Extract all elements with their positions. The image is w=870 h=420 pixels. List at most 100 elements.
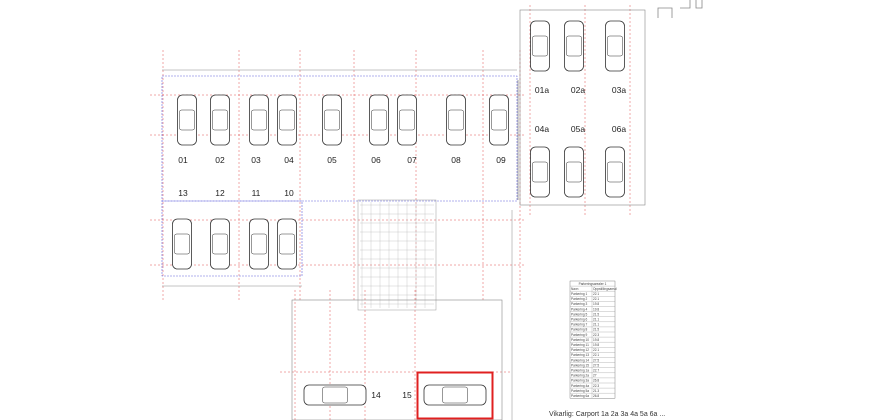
structural-gridlines (150, 5, 631, 420)
car-body (489, 94, 509, 146)
car-roof (566, 35, 582, 57)
car-roof (251, 109, 267, 131)
car-body (210, 218, 230, 270)
car-roof (179, 109, 195, 131)
table-cell-area: 22.1 (593, 297, 599, 301)
car-icon (423, 384, 487, 406)
spot-label: 13 (178, 188, 188, 198)
lower-garage (291, 299, 503, 420)
spot-label: 05 (327, 155, 337, 165)
car-body (530, 20, 550, 72)
car-body (530, 146, 550, 198)
table-cell-name: Parkering 9 (571, 333, 588, 337)
spot-label: 11 (252, 188, 261, 198)
table-cell-area: 19.8 (593, 343, 599, 347)
car-roof (442, 386, 468, 404)
car-body (249, 218, 269, 270)
car-roof (607, 35, 623, 57)
spot-label: 08 (451, 155, 461, 165)
car-roof (371, 109, 387, 131)
spot-label: 12 (215, 188, 225, 198)
table-cell-area: 21.5 (593, 328, 599, 332)
table-cell-area: 22.1 (593, 353, 599, 357)
car-body (369, 94, 389, 146)
spot-label: 05a (571, 124, 585, 134)
table-cell-name: Parkering 5 (571, 312, 588, 316)
table-cell-area: 27.5 (593, 363, 599, 367)
table-cell-name: Parkering 2a (571, 374, 589, 378)
table-cell-name: Parkering 1 (571, 292, 588, 296)
table-cell-area: 21.3 (593, 389, 599, 393)
car-body (210, 94, 230, 146)
car-roof (322, 386, 348, 404)
table-cell-area: 19.8 (593, 307, 599, 311)
table-title: Parkeringsarealer 1 (579, 282, 607, 286)
spot-label: 02 (215, 155, 225, 165)
table-cell-area: 22.3 (593, 333, 599, 337)
table-frame (569, 280, 616, 399)
car-icon (249, 94, 269, 146)
table-cell-name: Parkering 5a (571, 389, 589, 393)
car-roof (279, 109, 295, 131)
table-cell-name: Parkering 7 (571, 323, 588, 327)
parking-zone-top (161, 75, 518, 202)
table-cell-name: Parkering 14 (571, 358, 589, 362)
table-cell-name: Parkering 13 (571, 353, 589, 357)
car-icon (446, 94, 466, 146)
parking-zone-bottom (161, 200, 303, 277)
car-roof (532, 161, 548, 183)
car-body (277, 218, 297, 270)
spot-label: 01 (178, 155, 188, 165)
car-roof (491, 109, 507, 131)
footnote: Vikarlig: Carport 1a 2a 3a 4a 5a 6a ... (549, 411, 665, 418)
spot-label: 14 (371, 390, 381, 400)
table-cell-name: Parkering 10 (571, 338, 589, 342)
table-cell-area: 27 (593, 374, 597, 378)
table-cell-area: 27.5 (593, 358, 599, 362)
table-cell-area: 19.8 (593, 338, 599, 342)
car-icon (564, 20, 584, 72)
car-icon (277, 94, 297, 146)
car-roof (324, 109, 340, 131)
car-roof (399, 109, 415, 131)
car-body (277, 94, 297, 146)
table-cell-area: 26.8 (593, 379, 599, 383)
car-roof (212, 233, 228, 255)
table-cell-area: 22.1 (593, 348, 599, 352)
table-cell-area: 21.1 (593, 318, 599, 322)
building-corner (657, 0, 703, 18)
car-roof (607, 161, 623, 183)
stairwell (357, 199, 437, 311)
car-icon (397, 94, 417, 146)
table-cell-name: Parkering 6a (571, 394, 589, 398)
table-cell-name: Parkering 1a (571, 369, 589, 373)
spot-label: 04a (535, 124, 549, 134)
spot-label: 03a (612, 85, 626, 95)
car-body (177, 94, 197, 146)
table-cell-name: Parkering 12 (571, 348, 589, 352)
spot-label: 06 (371, 155, 381, 165)
spot-label: 01a (535, 85, 549, 95)
car-roof (174, 233, 190, 255)
table-cell-name: Parkering 4a (571, 384, 589, 388)
car-icon (369, 94, 389, 146)
table-cell-name: Parkering 15 (571, 363, 589, 367)
car-icon (605, 20, 625, 72)
table-cell-name: Parkering 4 (571, 307, 588, 311)
car-icon (530, 146, 550, 198)
spot-label: 06a (612, 124, 626, 134)
car-roof (566, 161, 582, 183)
cars (172, 20, 625, 406)
table-cell-name: Parkering 3 (571, 302, 588, 306)
spot-label: 15 (402, 390, 412, 400)
spot-label: 02a (571, 85, 585, 95)
car-icon (210, 218, 230, 270)
table-header: Navn (571, 287, 579, 291)
car-icon (210, 94, 230, 146)
table-cell-area: 22.1 (593, 292, 599, 296)
car-roof (279, 233, 295, 255)
table-cell-area: 21.5 (593, 312, 599, 316)
car-icon (564, 146, 584, 198)
car-icon (303, 384, 367, 406)
walls (161, 0, 703, 420)
